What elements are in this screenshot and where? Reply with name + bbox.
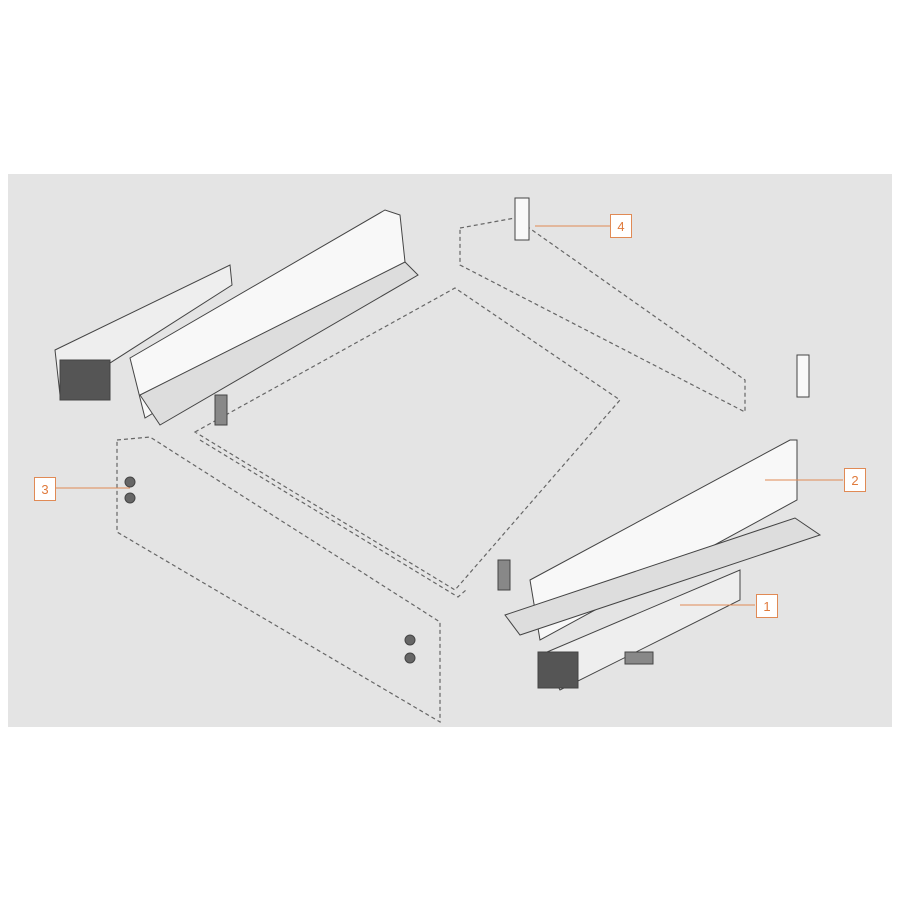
callout-number: 1 bbox=[763, 598, 771, 614]
callout-2: 2 bbox=[844, 468, 866, 492]
diagram-background bbox=[8, 174, 892, 727]
left-runner-clip bbox=[59, 359, 111, 401]
back-panel bbox=[459, 217, 746, 413]
drawer-bottom bbox=[193, 287, 621, 591]
leader-lines bbox=[56, 225, 843, 606]
rear-bracket-top bbox=[514, 197, 530, 241]
callout-number: 2 bbox=[851, 472, 859, 488]
callout-1: 1 bbox=[756, 594, 778, 618]
right-runner-clip bbox=[537, 651, 579, 689]
callout-3: 3 bbox=[34, 477, 56, 501]
rear-bracket-right bbox=[796, 354, 810, 398]
front-panel bbox=[116, 436, 441, 724]
callout-number: 4 bbox=[617, 218, 625, 234]
callout-4: 4 bbox=[610, 214, 632, 238]
callout-number: 3 bbox=[41, 481, 49, 497]
solid-parts bbox=[54, 197, 822, 691]
dashed-parts bbox=[116, 217, 746, 724]
